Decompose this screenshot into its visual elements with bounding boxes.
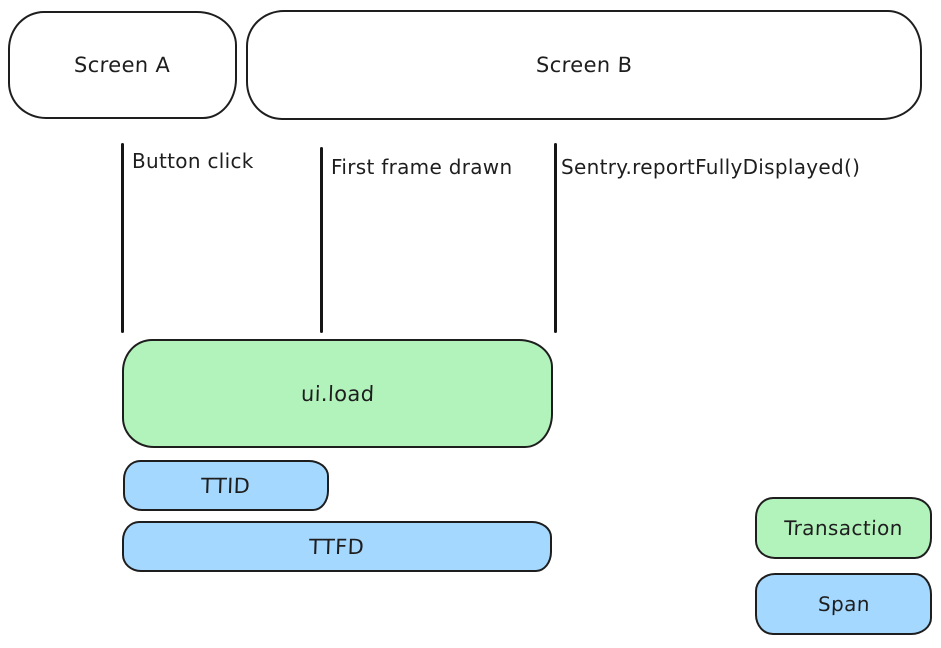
screen-b-box: Screen B: [246, 10, 922, 120]
screen-b-label: Screen B: [535, 53, 633, 77]
span-bar-ttfd: TTFD: [122, 521, 552, 572]
marker-label-first-frame-drawn: First frame drawn: [331, 155, 513, 179]
marker-line-first-frame-drawn: [320, 147, 323, 333]
legend-span-box: Span: [755, 573, 932, 635]
span-bar-ttid: TTID: [123, 460, 329, 511]
span-bar-ttfd-label: TTFD: [309, 534, 365, 559]
marker-line-report-fully-displayed: [554, 143, 557, 333]
marker-line-button-click: [121, 143, 124, 333]
marker-label-button-click: Button click: [132, 149, 254, 173]
span-bar-ttid-label: TTID: [200, 473, 252, 498]
legend-transaction-label: Transaction: [783, 516, 904, 540]
screen-a-box: Screen A: [8, 11, 237, 119]
marker-label-report-fully-displayed: Sentry.reportFullyDisplayed(): [561, 155, 861, 179]
legend-transaction-box: Transaction: [755, 497, 932, 559]
transaction-bar-ui-load-label: ui.load: [300, 381, 375, 406]
screen-a-label: Screen A: [73, 53, 172, 77]
transaction-bar-ui-load: ui.load: [122, 339, 553, 448]
legend-span-label: Span: [817, 592, 870, 616]
